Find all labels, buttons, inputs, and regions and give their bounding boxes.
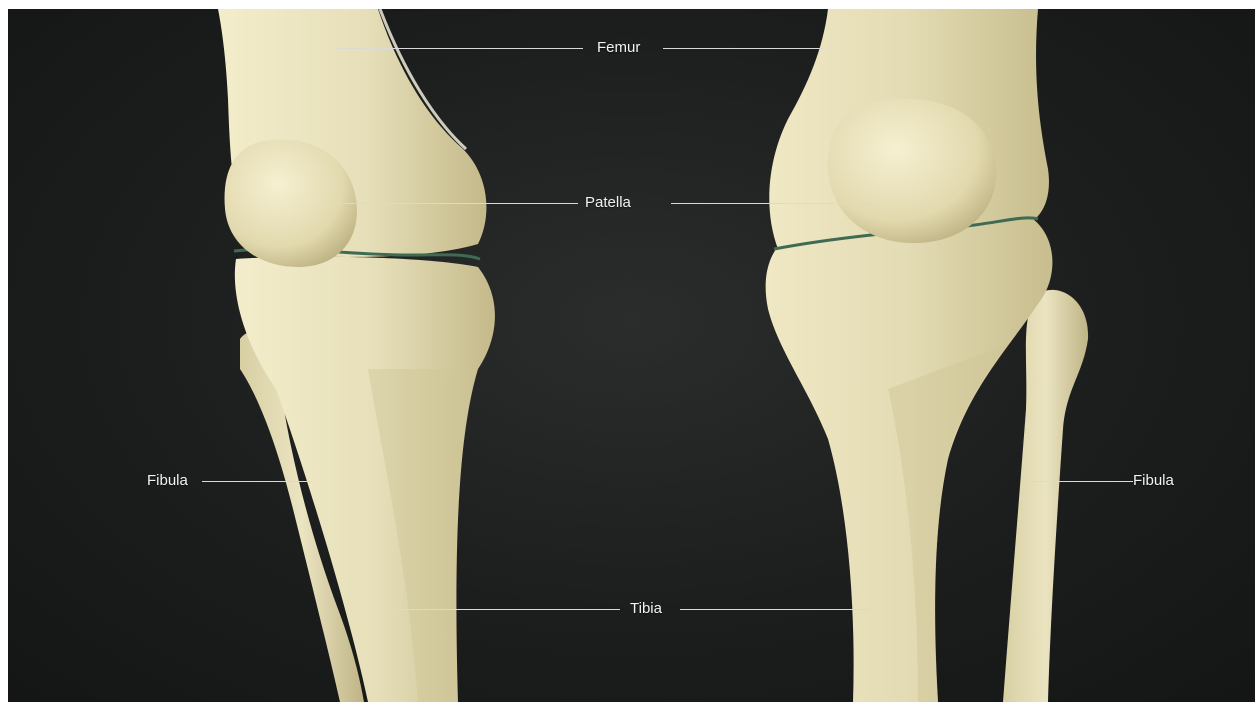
right-leg-anterior-view: [766, 9, 1088, 702]
fibula-left-leader: [202, 481, 312, 482]
right-patella-shape: [828, 99, 996, 243]
patella-label: Patella: [585, 194, 631, 212]
fibula-left-label: Fibula: [147, 472, 188, 490]
knee-illustration: [8, 9, 1255, 702]
tibia-leader-right: [680, 609, 870, 610]
tibia-label: Tibia: [630, 600, 662, 618]
fibula-right-leader: [1023, 481, 1133, 482]
femur-leader-right: [663, 48, 823, 49]
tibia-leader-left: [380, 609, 620, 610]
patella-leader-right: [671, 203, 876, 204]
left-leg-lateral-view: [218, 9, 495, 702]
femur-label: Femur: [597, 39, 640, 57]
patella-leader-left: [326, 203, 578, 204]
fibula-right-label: Fibula: [1133, 472, 1174, 490]
knee-diagram-stage: Femur Patella Fibula Fibula Tibia: [8, 9, 1255, 702]
right-fibula-shape: [1003, 290, 1088, 702]
femur-leader-left: [338, 48, 583, 49]
